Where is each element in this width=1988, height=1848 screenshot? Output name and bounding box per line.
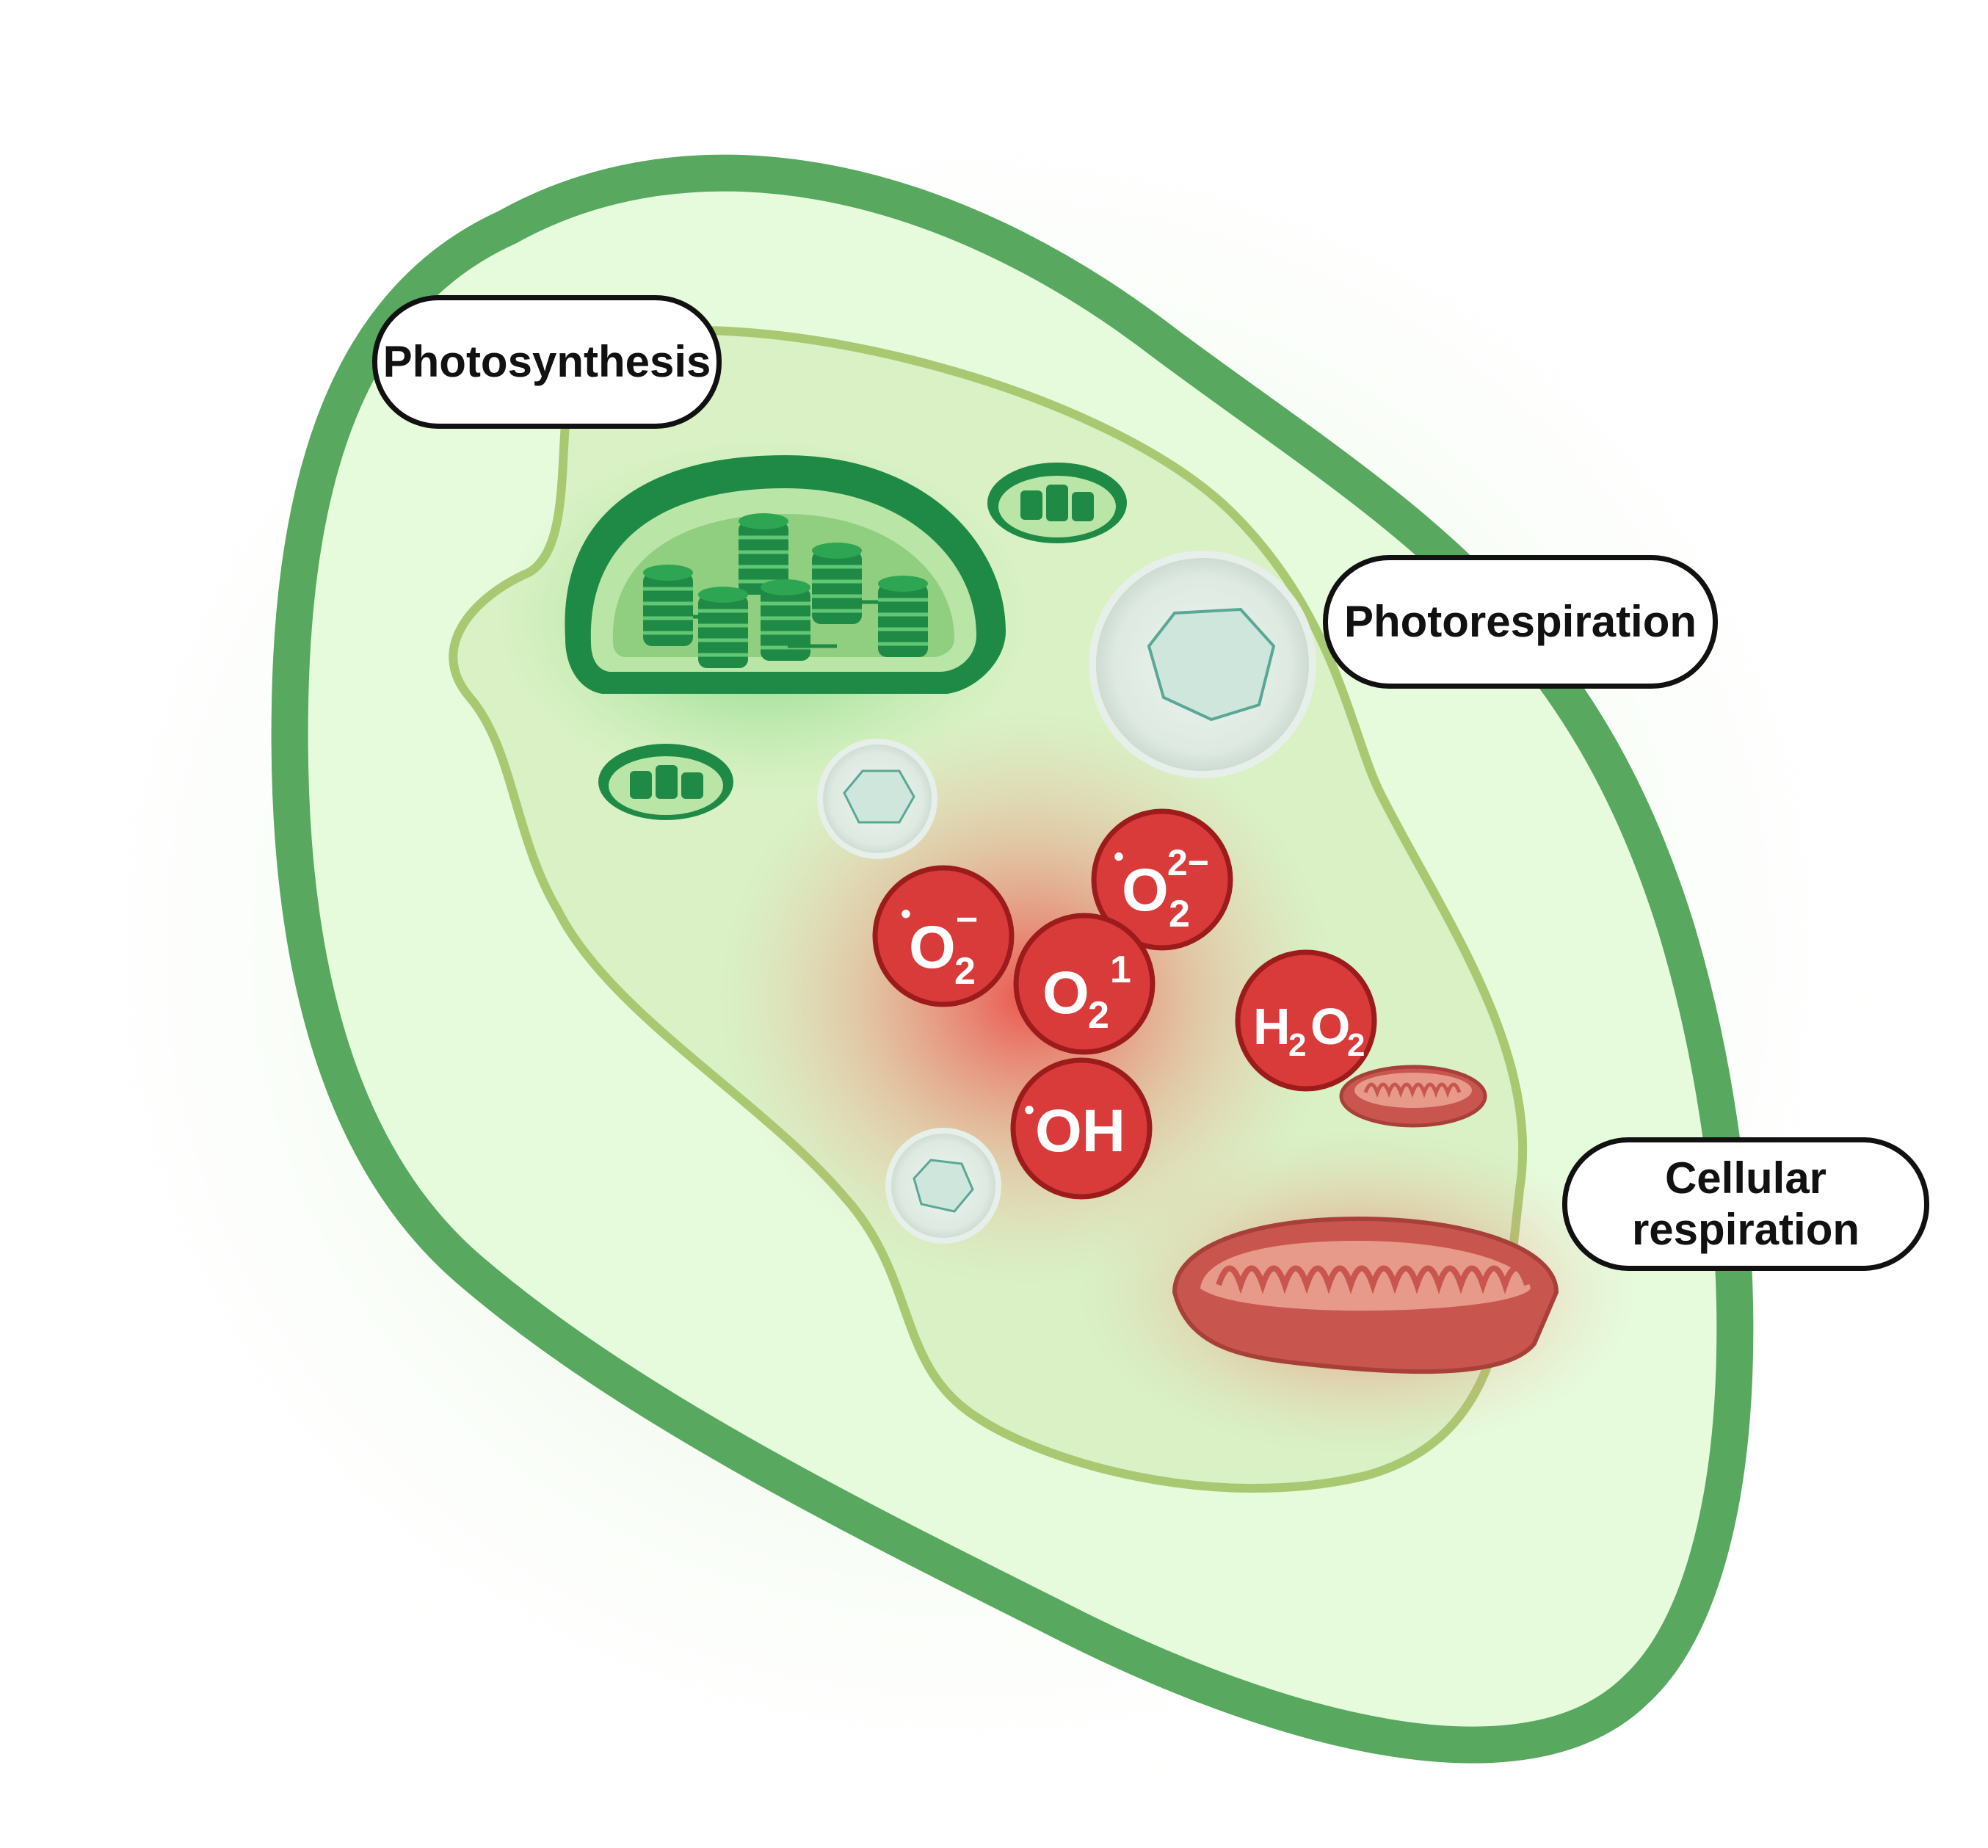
ros-h2o2-o: O: [1310, 998, 1350, 1055]
ros-singlet-sub: 2: [1088, 994, 1109, 1037]
ros-peroxide: • O 2 2−: [1091, 808, 1233, 951]
ros-hydroxyl-base: OH: [1035, 1098, 1125, 1164]
label-cellular-text: Cellular: [1664, 1153, 1827, 1203]
ros-singlet-sup: 1: [1110, 949, 1131, 991]
chloroplast-small-1: [987, 463, 1127, 543]
label-photosynthesis-text: Photosynthesis: [382, 337, 711, 386]
mitochondrion-small: [1339, 1065, 1487, 1128]
label-photorespiration: Photorespiration: [1323, 555, 1718, 689]
chloroplast-small-2: [598, 744, 733, 820]
label-photorespiration-text: Photorespiration: [1343, 597, 1697, 646]
label-cellular-respiration: Cellular respiration: [1562, 1137, 1929, 1271]
ros-h2o2-sub2: 2: [1347, 1027, 1365, 1063]
ros-peroxide-base: O: [1122, 857, 1169, 924]
ros-superoxide: • O 2 −: [872, 865, 1015, 1007]
ros-hydroxyl: • OH: [1010, 1057, 1153, 1200]
ros-h2o2-sub1: 2: [1288, 1027, 1306, 1063]
peroxisome-medium: [817, 739, 937, 859]
ros-h2o2-h: H: [1253, 998, 1291, 1055]
ros-hydroxyl-radical: •: [1024, 1094, 1034, 1126]
ros-singlet-oxygen: O 2 1: [1013, 913, 1156, 1055]
ros-superoxide-base: O: [909, 914, 956, 981]
label-photosynthesis: Photosynthesis: [372, 295, 722, 429]
ros-singlet-base: O: [1042, 960, 1089, 1026]
ros-peroxide-radical: •: [1114, 841, 1124, 873]
ros-hydrogen-peroxide: H 2 O 2: [1235, 949, 1377, 1092]
peroxisome-small: [885, 1128, 1001, 1244]
peroxisome-large: [1089, 551, 1316, 778]
label-respiration-text: respiration: [1631, 1205, 1860, 1254]
ros-superoxide-radical: •: [901, 898, 911, 930]
ros-superoxide-sub: 2: [954, 950, 976, 993]
ros-peroxide-sub: 2: [1169, 893, 1190, 935]
ros-peroxide-sup: 2−: [1167, 842, 1209, 883]
chloroplast-large: [565, 455, 1006, 694]
ros-superoxide-sup: −: [956, 899, 978, 941]
mitochondrion-large: [1172, 1216, 1559, 1374]
